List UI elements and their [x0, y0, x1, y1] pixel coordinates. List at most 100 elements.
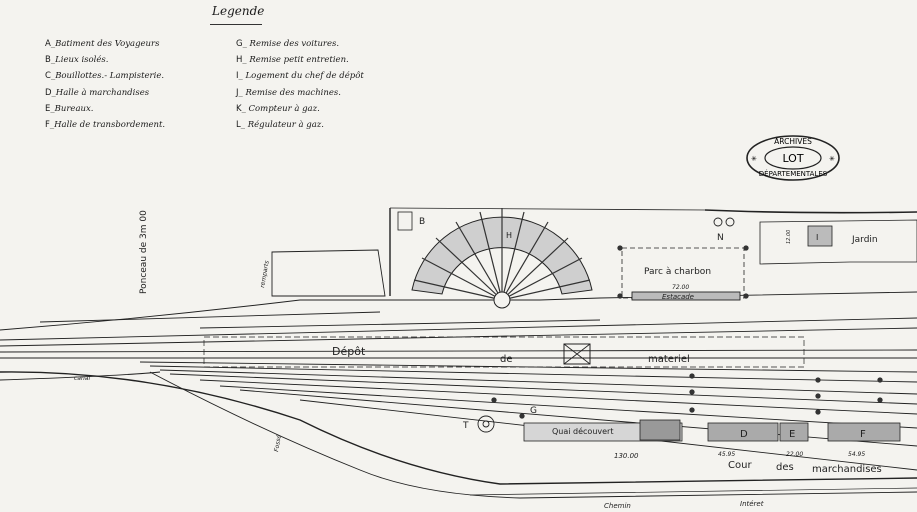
legend-item-f: F_Halle de transbordement.: [45, 117, 165, 133]
stamp-top: ARCHIVES: [774, 137, 812, 146]
label-parc-dim: 72.00: [672, 284, 689, 291]
label-f: F: [860, 429, 866, 440]
estacade-block: [631, 291, 741, 301]
legend-key: K: [236, 103, 242, 114]
legend-key: G: [236, 39, 243, 49]
label-jardin: Jardin: [851, 235, 878, 245]
legend-item-i: I_ Logement du chef de dépôt: [236, 68, 364, 84]
legend-text: _Halle à marchandises: [51, 87, 150, 98]
archives-stamp: ARCHIVES LOT DÉPARTEMENTALES ✳ ✳: [746, 135, 840, 181]
track-6: [149, 365, 917, 383]
legend-key: F: [45, 120, 50, 131]
siding: [39, 311, 381, 323]
legend-key: A: [45, 39, 51, 49]
stamp-star-right: ✳: [829, 155, 835, 163]
legend-item-a: A_Batiment des Voyageurs: [45, 36, 165, 52]
depot-box-cross: [563, 343, 591, 365]
label-t: T: [462, 421, 469, 431]
label-ponceau: Ponceau de 3m 00: [139, 210, 149, 294]
yard-boundary-top: [0, 291, 917, 331]
legend-item-d: D_Halle à marchandises: [45, 85, 165, 101]
building-b: [397, 211, 413, 231]
label-g: G: [530, 406, 537, 416]
turntable-t: [477, 415, 495, 433]
legend-underline: [210, 24, 262, 25]
wall-top: [389, 207, 706, 211]
label-parc: Parc à charbon: [644, 267, 711, 277]
track-3: [0, 349, 917, 353]
label-dim-i: 12.00: [786, 230, 792, 244]
label-de: de: [500, 354, 513, 365]
legend-item-b: B_Lieux isolés.: [45, 52, 165, 68]
track-7: [159, 369, 917, 395]
label-quai-dim: 130.00: [614, 452, 639, 460]
legend-item-k: K_ Compteur à gaz.: [236, 101, 364, 117]
n-circle-2: [725, 217, 735, 227]
legend-text: _ Remise des voitures.: [242, 39, 340, 49]
legend-text: _ Compteur à gaz.: [241, 103, 320, 114]
legend-key: I: [236, 71, 239, 82]
label-depot: Dépôt: [332, 345, 366, 358]
legend-column-right: G_ Remise des voitures. H_ Remise petit e…: [236, 36, 364, 133]
legend-item-l: L_ Régulateur à gaz.: [236, 117, 364, 133]
roundhouse-fan: [411, 208, 593, 309]
stamp-star-left: ✳: [751, 155, 757, 163]
legend-text: _Bureaux.: [50, 103, 94, 114]
hall-f: [827, 422, 901, 442]
label-n: N: [717, 233, 724, 243]
quai-block: [639, 419, 681, 441]
legend-title: Legende: [212, 4, 265, 18]
legend-text: _Lieux isolés.: [50, 55, 109, 66]
legend-text: _ Remise petit entretien.: [242, 55, 349, 66]
track-1: [0, 317, 917, 341]
stamp-middle: LOT: [782, 152, 803, 165]
label-chemin: Chemin: [604, 502, 631, 510]
label-dim-e: 22.00: [786, 451, 803, 458]
track-9: [199, 379, 917, 415]
track-10: [219, 385, 917, 429]
turntable-t-centre: [482, 420, 490, 428]
embankment-lower: [149, 371, 917, 499]
label-cour-des: des: [776, 462, 794, 473]
road: [469, 487, 917, 496]
label-i: I: [816, 233, 818, 242]
legend-text: _Bouillottes.- Lampisterie.: [50, 71, 165, 82]
legend-item-j: J_ Remise des machines.: [236, 85, 364, 101]
label-d: D: [740, 429, 748, 440]
label-interet: Intéret: [740, 500, 764, 508]
label-quai: Quai découvert: [552, 426, 613, 436]
label-h: H: [506, 231, 512, 240]
legend-key: H: [236, 55, 243, 66]
label-dim-f: 54.95: [848, 451, 865, 458]
legend-item-h: H_ Remise petit entretien.: [236, 52, 364, 68]
hall-e: [779, 422, 809, 442]
lower-boundary: [0, 371, 917, 485]
label-cour: Cour: [728, 460, 752, 471]
depot-building: [203, 336, 805, 368]
legend-key: E: [45, 103, 51, 114]
label-canal: canal: [74, 375, 90, 382]
garden-edge: [704, 209, 917, 214]
label-e: E: [789, 429, 795, 440]
depot-box: [563, 343, 591, 365]
label-dim-d: 45.95: [718, 451, 735, 458]
hall-d: [707, 422, 779, 442]
stamp-bottom: DÉPARTEMENTALES: [759, 169, 828, 178]
legend-text: _ Régulateur à gaz.: [240, 120, 324, 131]
track-8: [169, 373, 917, 405]
legend-key: B: [45, 55, 51, 66]
legend-key: L: [236, 120, 241, 131]
legend-key: D: [45, 87, 52, 98]
legend-item-c: C_Bouillottes.- Lampisterie.: [45, 68, 165, 84]
label-fosse: Fossé: [273, 434, 283, 452]
label-b: B: [419, 217, 425, 227]
legend-key: J: [236, 87, 239, 98]
label-marchandises: marchandises: [812, 464, 882, 475]
legend-text: _Halle de transbordement.: [49, 120, 166, 131]
siding-2: [199, 319, 601, 329]
label-remparts: remparts: [259, 260, 271, 288]
embankment-block: [271, 249, 386, 297]
legend-item-e: E_Bureaux.: [45, 101, 165, 117]
